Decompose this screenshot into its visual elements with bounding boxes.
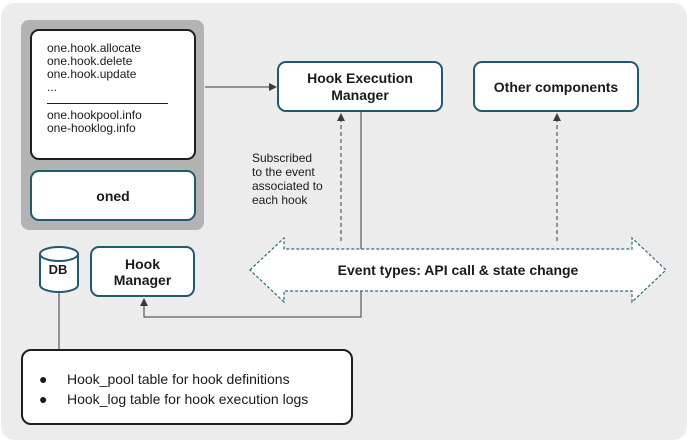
subscribed-note: Subscribed to the event associated to ea… (252, 151, 342, 207)
hook-execution-manager-box: Hook Execution Manager (277, 61, 443, 112)
oned-box: oned (30, 170, 196, 221)
hem-to-hook-manager-arrow (140, 112, 362, 318)
list-item: ● Hook_log table for hook execution logs (39, 389, 308, 409)
api-call-hookpool-info: one.hookpool.info (47, 108, 142, 122)
event-types-double-arrow (249, 236, 667, 304)
oned-label: oned (96, 187, 130, 204)
tables-list: ● Hook_pool table for hook definitions ● H… (39, 369, 308, 409)
bullet-icon: ● (39, 371, 48, 387)
tables-box: ● Hook_pool table for hook definitions ● H… (21, 349, 353, 425)
list-item: ● Hook_pool table for hook definitions (39, 369, 308, 389)
event-types-label: Event types: API call & state change (337, 262, 579, 278)
subscribed-note-line: to the event (252, 165, 315, 179)
api-call-ellipsis: ... (47, 80, 58, 94)
subscribed-note-line: associated to (252, 179, 323, 193)
hook-log-table-text: Hook_log table for hook execution logs (67, 391, 309, 407)
db-label: DB (48, 262, 68, 277)
hook-manager-label-line2: Manager (113, 271, 172, 288)
other-components-box: Other components (473, 61, 639, 112)
hem-label-line2: Manager (331, 86, 389, 103)
api-calls-box: one.hook.allocate one.hook.delete one.ho… (30, 29, 196, 160)
hook-manager-label-line1: Hook (124, 255, 160, 272)
api-call-delete: one.hook.delete (47, 54, 133, 68)
api-call-hooklog-info: one-hooklog.info (47, 121, 136, 135)
api-call-allocate: one.hook.allocate (47, 41, 142, 55)
subscribed-note-line: Subscribed (252, 151, 313, 165)
subscribed-note-line: each hook (252, 193, 308, 207)
other-components-label: Other components (493, 78, 619, 95)
api-call-update: one.hook.update (47, 67, 137, 81)
hook-pool-table-text: Hook_pool table for hook definitions (67, 371, 290, 387)
hem-label-line1: Hook Execution (307, 69, 413, 86)
bullet-icon: ● (39, 391, 48, 407)
api-box-divider (47, 103, 168, 104)
database-cylinder (39, 246, 79, 293)
hook-manager-box: Hook Manager (90, 246, 195, 297)
